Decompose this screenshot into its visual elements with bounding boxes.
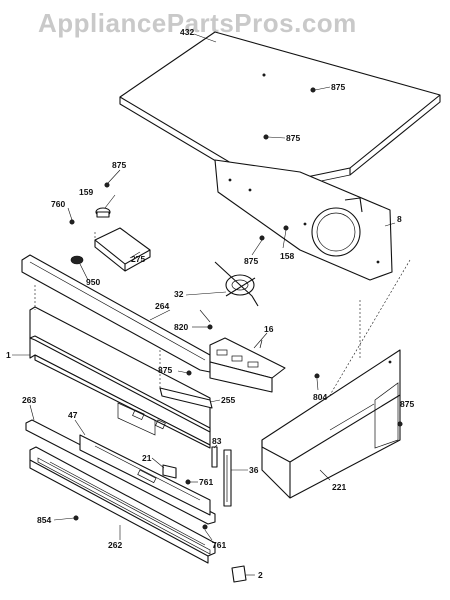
label-875-left: 875 <box>112 160 126 170</box>
label-8: 8 <box>397 214 402 224</box>
label-47: 47 <box>68 410 78 420</box>
label-262: 262 <box>108 540 122 550</box>
label-21: 21 <box>142 453 152 463</box>
label-263: 263 <box>22 395 36 405</box>
label-221: 221 <box>332 482 346 492</box>
label-36: 36 <box>249 465 259 475</box>
label-16: 16 <box>264 324 274 334</box>
label-760: 760 <box>51 199 65 209</box>
label-255: 255 <box>221 395 235 405</box>
label-820: 820 <box>174 322 188 332</box>
part-950-grommet[interactable] <box>70 255 84 265</box>
part-16-control-board[interactable] <box>209 337 286 393</box>
label-804: 804 <box>313 392 327 402</box>
part-2-bumper[interactable] <box>231 565 247 583</box>
part-432-top-cover[interactable] <box>119 31 441 193</box>
part-255-lower-strip[interactable] <box>159 387 213 409</box>
label-275: 275 <box>131 254 145 264</box>
part-275-bracket[interactable] <box>94 227 151 272</box>
part-47-keypad-bracket[interactable] <box>79 434 211 516</box>
part-8-rear-panel[interactable] <box>214 159 393 281</box>
part-32-fan-motor[interactable] <box>214 261 259 307</box>
label-158: 158 <box>280 251 294 261</box>
part-221-side-bracket[interactable] <box>261 349 401 499</box>
label-875-motor: 875 <box>244 256 258 266</box>
label-875-top: 875 <box>331 82 345 92</box>
label-159: 159 <box>79 187 93 197</box>
part-159-thermostat[interactable] <box>95 207 111 218</box>
part-262-vent-grille[interactable] <box>29 446 216 564</box>
label-264: 264 <box>155 301 169 311</box>
watermark-text: AppliancePartsPros.com <box>38 8 357 38</box>
part-21-clip[interactable] <box>162 464 177 479</box>
label-761-upper: 761 <box>199 477 213 487</box>
part-1-control-panel[interactable] <box>29 306 211 449</box>
part-36-strip[interactable] <box>223 449 232 507</box>
label-761-lower: 761 <box>212 540 226 550</box>
label-2: 2 <box>258 570 263 580</box>
label-950: 950 <box>86 277 100 287</box>
leader-lines <box>12 33 411 576</box>
part-83-spring[interactable] <box>211 446 218 468</box>
label-875-cover: 875 <box>286 133 300 143</box>
label-875-bracket: 875 <box>400 399 414 409</box>
label-1: 1 <box>6 350 11 360</box>
label-432: 432 <box>180 27 194 37</box>
screw-icons <box>69 87 403 530</box>
part-number-labels: 432 875 875 875 159 760 275 950 875 158 … <box>6 27 414 580</box>
label-854: 854 <box>37 515 51 525</box>
label-32: 32 <box>174 289 184 299</box>
label-875-panel: 875 <box>158 365 172 375</box>
label-83: 83 <box>212 436 222 446</box>
part-263-lower-trim[interactable] <box>25 419 216 525</box>
